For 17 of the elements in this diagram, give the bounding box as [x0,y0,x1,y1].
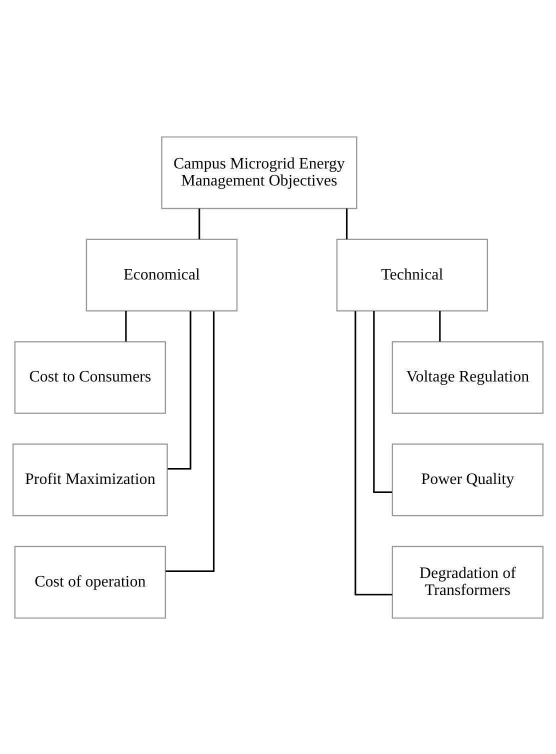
node-box: Power Quality [392,443,544,516]
node-box: Technical [336,238,488,311]
connector [354,310,392,595]
node-box: Degradation of Transformers [392,545,544,618]
connector [168,310,192,470]
connector [346,208,348,239]
node-box: Profit Maximization [12,443,168,516]
connector [439,310,441,342]
node-box: Voltage Regulation [392,340,544,414]
node-box: Cost of operation [14,545,166,618]
node-box: Economical [86,238,238,311]
node-box: Cost to Consumers [14,340,166,414]
connector [198,208,200,239]
connector [125,310,127,342]
connector [373,310,392,493]
connector [166,310,215,572]
node-box: Campus Microgrid Energy Management Objectives [161,136,358,209]
